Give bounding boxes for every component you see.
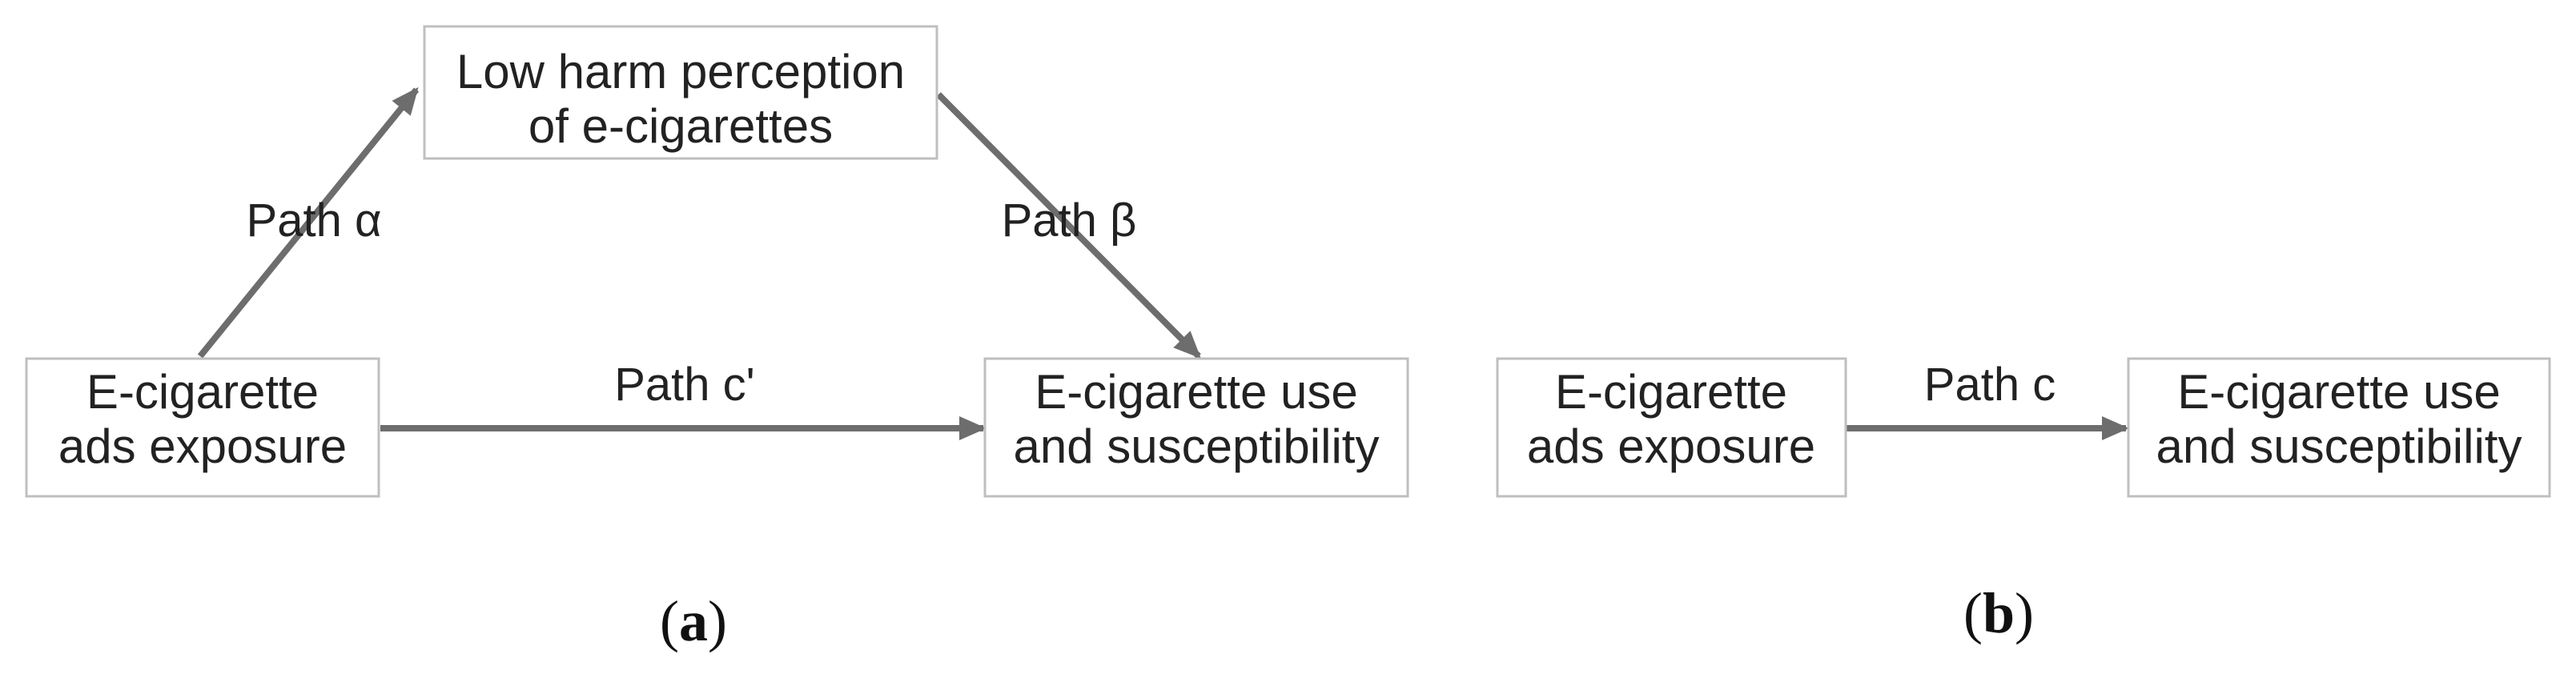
node-box [2127, 357, 2551, 498]
node-line-1: E-cigarette [86, 365, 319, 419]
path-beta-label: Path β [1002, 195, 1137, 247]
node-box [25, 357, 380, 498]
node-use-susceptibility-b: E-cigarette use and susceptibility [2127, 357, 2551, 498]
node-low-harm-perception: Low harm perception of e-cigarettes [423, 25, 938, 160]
node-line-1: Low harm perception [456, 45, 905, 98]
node-line-2: and susceptibility [2156, 419, 2522, 473]
node-line-2: ads exposure [58, 419, 347, 473]
path-c-label: Path c [1924, 359, 2056, 411]
panel-a: Path α Path β Path c' E-cigarette ads ex… [25, 25, 1409, 653]
node-ads-exposure-a: E-cigarette ads exposure [25, 357, 380, 498]
node-line-1: E-cigarette use [1035, 365, 1358, 419]
node-box [423, 25, 938, 160]
path-c-prime-label: Path c' [614, 359, 755, 411]
path-alpha-arrow [197, 86, 420, 359]
path-beta-arrow [936, 92, 1201, 359]
panel-label-a: (a) [660, 589, 727, 653]
node-ads-exposure-b: E-cigarette ads exposure [1496, 357, 1847, 498]
node-line-2: and susceptibility [1014, 419, 1380, 473]
node-use-susceptibility-a: E-cigarette use and susceptibility [983, 357, 1409, 498]
node-box [1496, 357, 1847, 498]
node-line-2: of e-cigarettes [528, 99, 833, 153]
node-line-1: E-cigarette use [2177, 365, 2501, 419]
panel-label-b: (b) [1963, 581, 2034, 645]
node-line-1: E-cigarette [1555, 365, 1787, 419]
panel-b: Path c E-cigarette ads exposure E-cigare… [1496, 357, 2551, 645]
path-alpha-label: Path α [247, 195, 382, 247]
node-box [983, 357, 1409, 498]
node-line-2: ads exposure [1527, 419, 1815, 473]
